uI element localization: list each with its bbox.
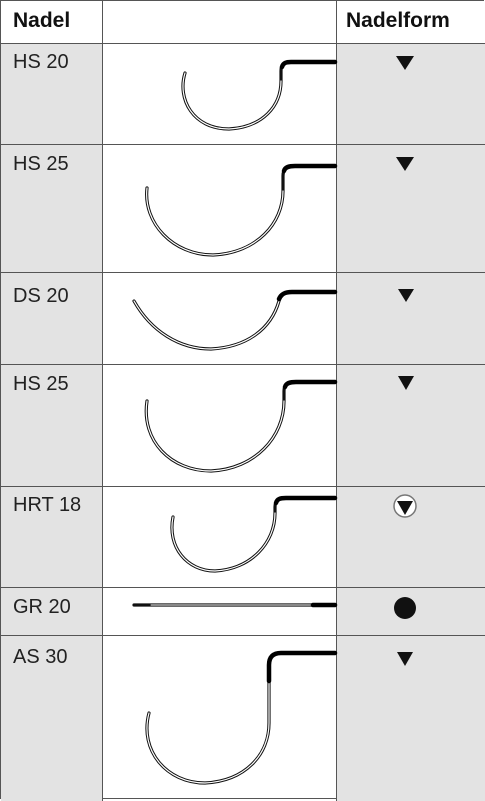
needle-image-ds20 bbox=[132, 289, 338, 351]
row-3-form-cell bbox=[336, 272, 485, 364]
column-divider bbox=[336, 1, 337, 801]
row-divider bbox=[1, 364, 485, 365]
row-divider bbox=[1, 635, 485, 636]
circle-symbol bbox=[394, 597, 416, 619]
header-needle: Nadel bbox=[13, 9, 71, 32]
needle-label: AS 30 bbox=[13, 646, 68, 668]
header-needle-form: Nadelform bbox=[346, 9, 450, 32]
triangle-symbol bbox=[398, 376, 414, 390]
row-5-label-cell bbox=[1, 486, 102, 587]
row-divider bbox=[1, 272, 485, 273]
row-7-label-cell bbox=[1, 635, 102, 801]
column-divider bbox=[102, 1, 103, 801]
row-4-form-cell bbox=[336, 364, 485, 486]
needle-image-hrt18 bbox=[170, 495, 338, 573]
row-1-label-cell bbox=[1, 43, 102, 144]
row-divider bbox=[1, 144, 485, 145]
row-divider bbox=[1, 486, 485, 487]
needle-label: DS 20 bbox=[13, 285, 69, 307]
header-cell-needle bbox=[1, 1, 102, 43]
needle-label: GR 20 bbox=[13, 596, 71, 618]
needle-image-as30 bbox=[145, 650, 338, 785]
needle-label: HS 20 bbox=[13, 51, 69, 73]
needle-image-hs25-a bbox=[145, 163, 338, 257]
row-3-label-cell bbox=[1, 272, 102, 364]
needle-image-hs25-b bbox=[144, 379, 338, 473]
needle-image-hs20 bbox=[181, 59, 338, 131]
needle-label: HS 25 bbox=[13, 153, 69, 175]
row-divider bbox=[1, 43, 485, 44]
triangle-symbol bbox=[396, 56, 414, 70]
row-7-form-cell bbox=[336, 635, 485, 801]
row-divider bbox=[1, 587, 485, 588]
triangle-symbol bbox=[398, 289, 414, 302]
row-6-label-cell bbox=[1, 587, 102, 635]
triangle-symbol bbox=[396, 157, 414, 171]
triangle-in-circle-symbol bbox=[393, 494, 417, 518]
row-2-form-cell bbox=[336, 144, 485, 272]
row-2-label-cell bbox=[1, 144, 102, 272]
header-cell-form bbox=[336, 1, 485, 43]
needle-label: HRT 18 bbox=[13, 494, 82, 516]
needle-label: HS 25 bbox=[13, 373, 69, 395]
row-4-label-cell bbox=[1, 364, 102, 486]
triangle-symbol bbox=[397, 652, 413, 666]
header-cell-image bbox=[102, 1, 336, 43]
